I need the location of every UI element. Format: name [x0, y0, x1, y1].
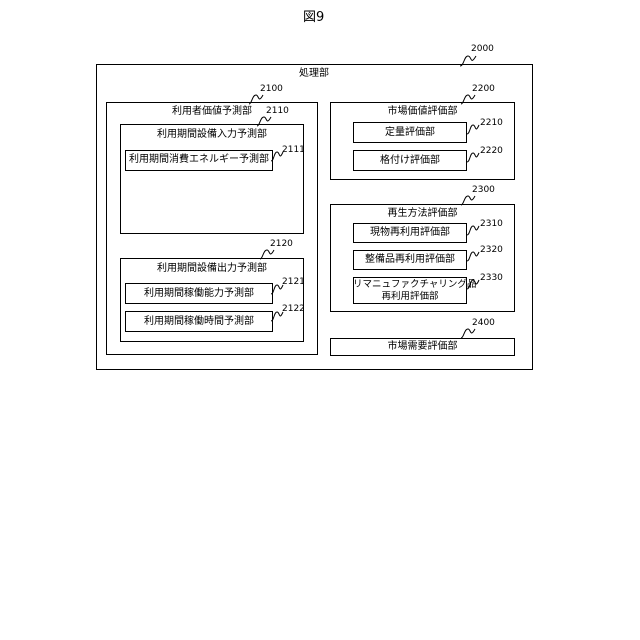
ref-2220: 2220: [480, 146, 503, 156]
market-value-label: 市場価値評価部: [330, 106, 515, 118]
ref-2320: 2320: [480, 245, 503, 255]
leader-2220: [466, 151, 480, 163]
ref-2121: 2121: [282, 277, 305, 287]
leader-2111: [270, 150, 284, 162]
reman-reuse-label-line1: リマニュファクチャリング品: [353, 279, 467, 290]
quant-eval-label: 定量評価部: [353, 127, 467, 139]
ref-2111: 2111: [282, 145, 305, 155]
leader-2310: [466, 224, 480, 236]
output-prediction-label: 利用期間設備出力予測部: [157, 263, 267, 275]
leader-2300: [459, 194, 477, 206]
market-demand-label: 市場需要評価部: [330, 341, 515, 353]
ref-2210: 2210: [480, 118, 503, 128]
user-value-label: 利用者価値予測部: [172, 106, 252, 118]
figure-title: 図9: [303, 10, 324, 25]
ref-2122: 2122: [282, 304, 305, 314]
capacity-prediction-label: 利用期間稼働能力予測部: [125, 288, 273, 300]
leader-2120: [258, 248, 276, 260]
energy-prediction-label: 利用期間消費エネルギー予測部: [125, 154, 273, 166]
leader-2210: [466, 123, 480, 135]
time-prediction-label: 利用期間稼働時間予測部: [125, 316, 273, 328]
leader-2110: [255, 115, 273, 127]
ref-2310: 2310: [480, 219, 503, 229]
leader-2200: [459, 93, 477, 105]
leader-2320: [466, 250, 480, 262]
serviced-reuse-label: 整備品再利用評価部: [353, 254, 467, 266]
leader-2000: [458, 54, 478, 68]
reman-reuse-label-line2: 再利用評価部: [353, 291, 467, 302]
ref-2330: 2330: [480, 273, 503, 283]
rating-eval-label: 格付け評価部: [353, 155, 467, 167]
leader-2121: [270, 283, 284, 295]
asis-reuse-label: 現物再利用評価部: [353, 227, 467, 239]
leader-2122: [270, 310, 284, 322]
input-prediction-label: 利用期間設備入力予測部: [157, 129, 267, 141]
leader-2100: [247, 93, 265, 105]
leader-2330: [466, 278, 480, 290]
leader-2400: [459, 327, 477, 339]
processing-unit-label: 処理部: [299, 68, 329, 80]
ref-2000: 2000: [471, 44, 494, 54]
